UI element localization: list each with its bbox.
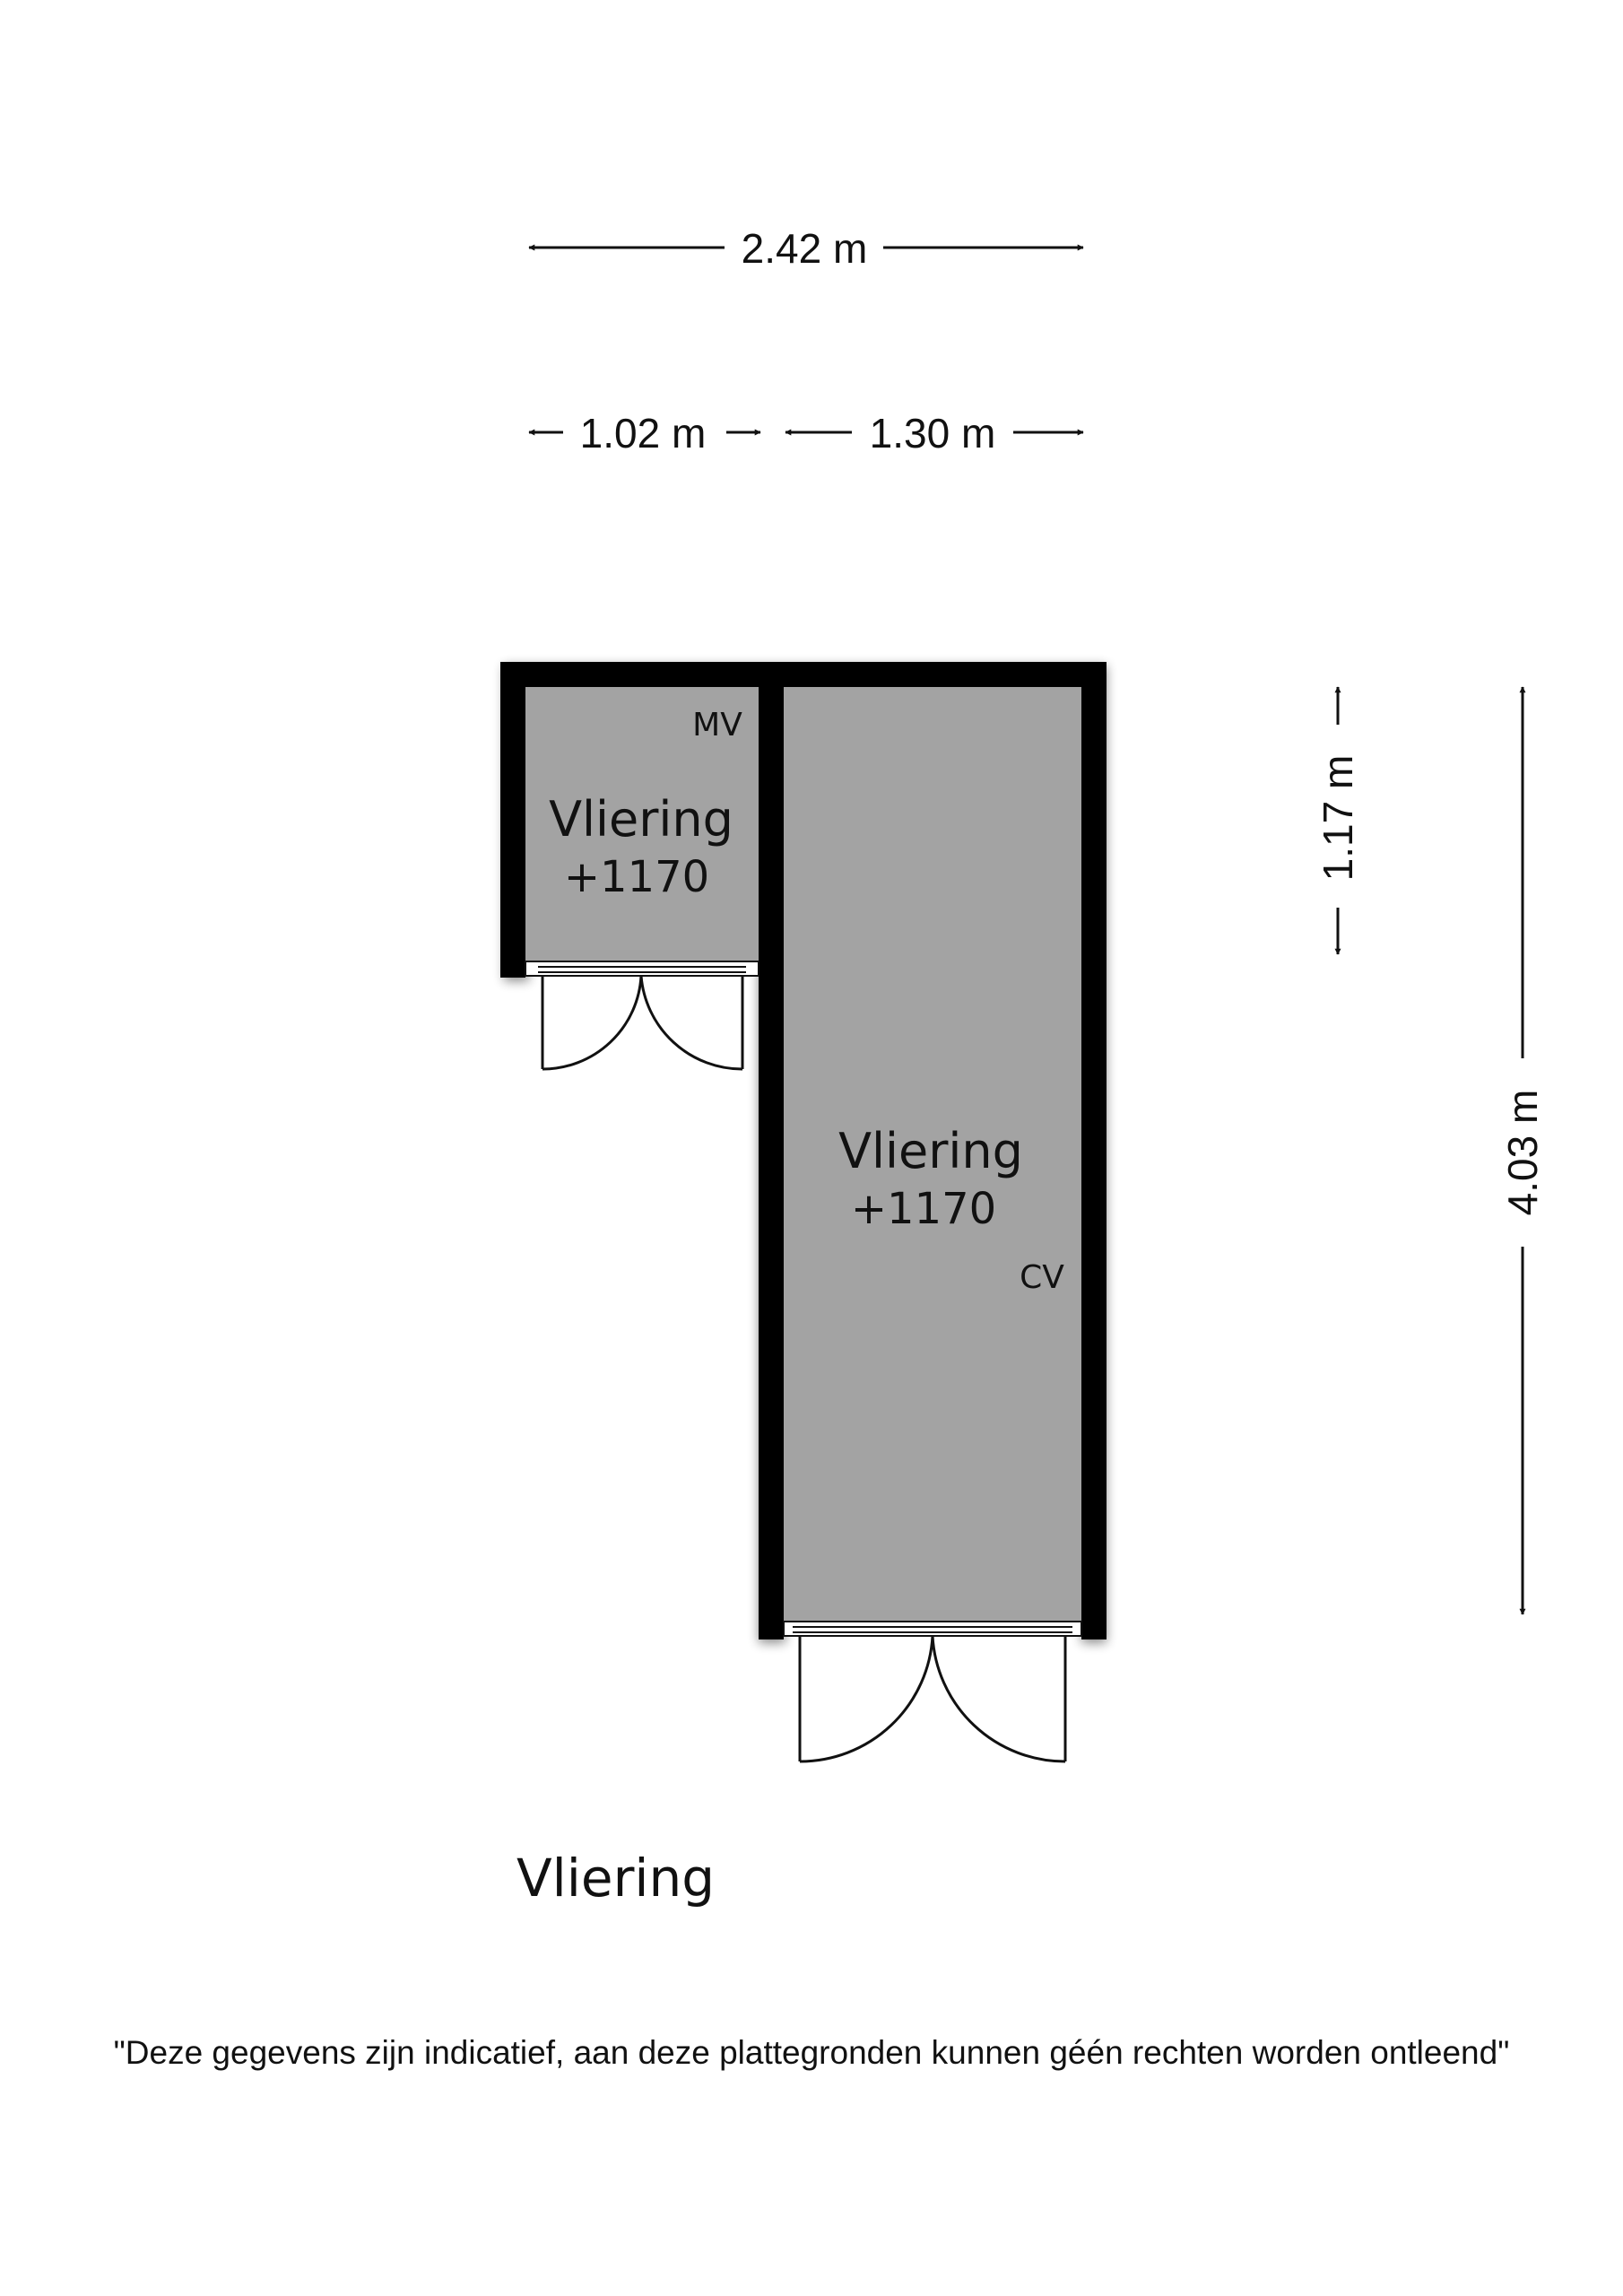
floor-title: Vliering xyxy=(516,1848,716,1909)
large-room-name: Vliering xyxy=(838,1123,1023,1179)
small-room-tag: MV xyxy=(692,707,742,744)
dimension-left-width: 1.02 m xyxy=(528,410,761,457)
disclaimer-text: "Deze gegevens zijn indicatief, aan deze… xyxy=(113,2034,1510,2071)
large-room-tag: CV xyxy=(1020,1259,1064,1296)
dimension-total-height-label: 4.03 m xyxy=(1499,1090,1546,1216)
small-room-level: +1170 xyxy=(564,852,709,902)
floor-small-room xyxy=(525,685,760,961)
dimension-total-height: 4.03 m xyxy=(1499,686,1546,1615)
dimension-right-width: 1.30 m xyxy=(785,410,1084,457)
dimension-left-width-label: 1.02 m xyxy=(580,410,707,457)
dimension-small-height-label: 1.17 m xyxy=(1315,755,1361,882)
small-room-name: Vliering xyxy=(549,791,733,848)
floor-large-room xyxy=(784,685,1083,1622)
large-room-level: +1170 xyxy=(851,1184,996,1234)
dimension-total-width-label: 2.42 m xyxy=(742,225,868,272)
dimension-small-height: 1.17 m xyxy=(1315,686,1361,955)
door-large-room xyxy=(783,1621,1082,1763)
door-small-room xyxy=(525,961,759,1071)
dimension-right-width-label: 1.30 m xyxy=(870,410,996,457)
dimension-total-width: 2.42 m xyxy=(528,225,1084,272)
walls xyxy=(500,662,1107,1639)
